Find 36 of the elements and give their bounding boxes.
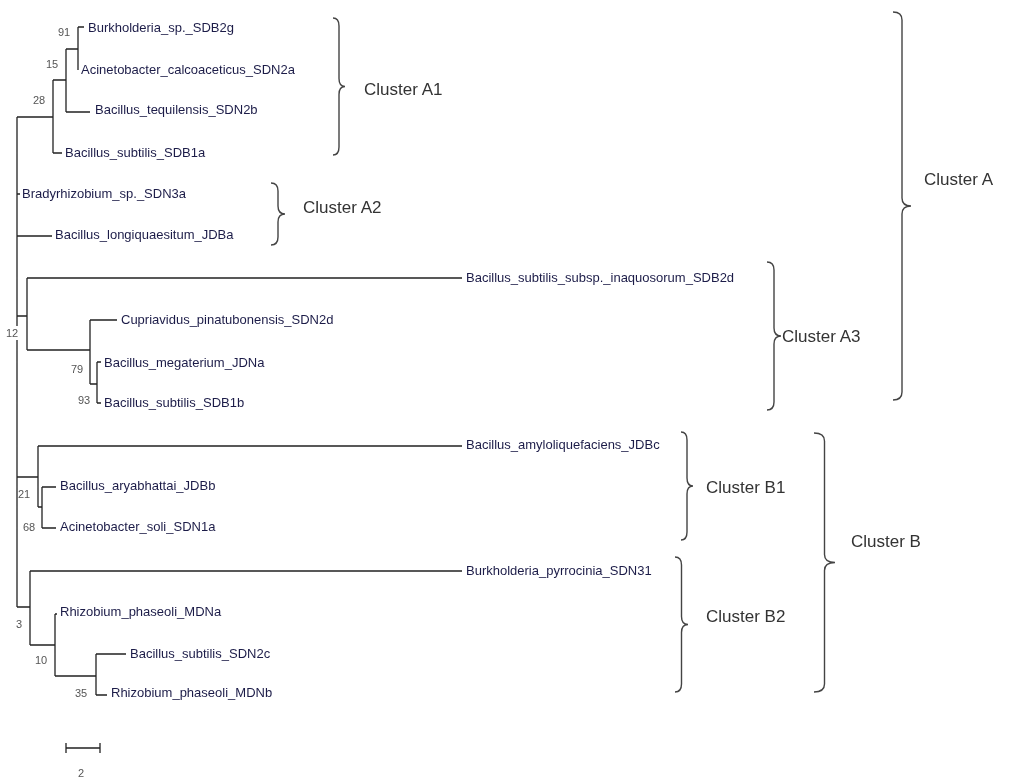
taxon-label: Bradyrhizobium_sp._SDN3a xyxy=(22,185,187,203)
taxon-label: Bacillus_subtilis_SDB1b xyxy=(104,394,245,412)
taxon-label: Burkholderia_pyrrocinia_SDN31 xyxy=(466,562,652,580)
taxon-label: Acinetobacter_calcoaceticus_SDN2a xyxy=(81,61,295,79)
taxon-label: Bacillus_tequilensis_SDN2b xyxy=(95,101,258,119)
taxon-label: Cupriavidus_pinatubonensis_SDN2d xyxy=(121,311,334,329)
taxon-label: Bacillus_megaterium_JDNa xyxy=(104,354,265,372)
bootstrap-value: 35 xyxy=(75,686,88,700)
taxon-label: Bacillus_longiquaesitum_JDBa xyxy=(55,226,234,244)
cluster-label: Cluster A3 xyxy=(782,326,861,348)
taxon-label: Bacillus_amyloliquefaciens_JDBc xyxy=(466,436,660,454)
bootstrap-value: 3 xyxy=(16,617,23,631)
bootstrap-value: 79 xyxy=(71,362,84,376)
taxon-label: Bacillus_subtilis_SDN2c xyxy=(130,645,271,663)
cluster-label: Cluster A1 xyxy=(364,79,443,101)
taxon-label: Bacillus_subtilis_subsp._inaquosorum_SDB2d xyxy=(466,269,735,287)
bootstrap-value: 21 xyxy=(18,487,31,501)
bootstrap-value: 91 xyxy=(58,25,71,39)
cluster-label: Cluster B1 xyxy=(706,477,786,499)
taxon-label: Bacillus_aryabhattai_JDBb xyxy=(60,477,216,495)
bootstrap-value: 12 xyxy=(5,326,20,340)
cluster-label: Cluster A2 xyxy=(303,197,382,219)
cluster-label: Cluster B2 xyxy=(706,606,786,628)
bootstrap-value: 68 xyxy=(23,520,36,534)
taxon-label: Burkholderia_sp._SDB2g xyxy=(88,19,234,37)
bootstrap-value: 28 xyxy=(33,93,46,107)
cluster-label: Cluster A xyxy=(924,169,993,191)
taxon-label: Acinetobacter_soli_SDN1a xyxy=(60,518,216,536)
scale-value: 2 xyxy=(78,766,85,780)
taxon-label: Rhizobium_phaseoli_MDNb xyxy=(111,684,273,702)
bootstrap-value: 93 xyxy=(78,393,91,407)
cluster-label: Cluster B xyxy=(851,531,921,553)
bootstrap-value: 10 xyxy=(35,653,48,667)
bootstrap-value: 15 xyxy=(46,57,59,71)
taxon-label: Rhizobium_phaseoli_MDNa xyxy=(60,603,222,621)
taxon-label: Bacillus_subtilis_SDB1a xyxy=(65,144,206,162)
